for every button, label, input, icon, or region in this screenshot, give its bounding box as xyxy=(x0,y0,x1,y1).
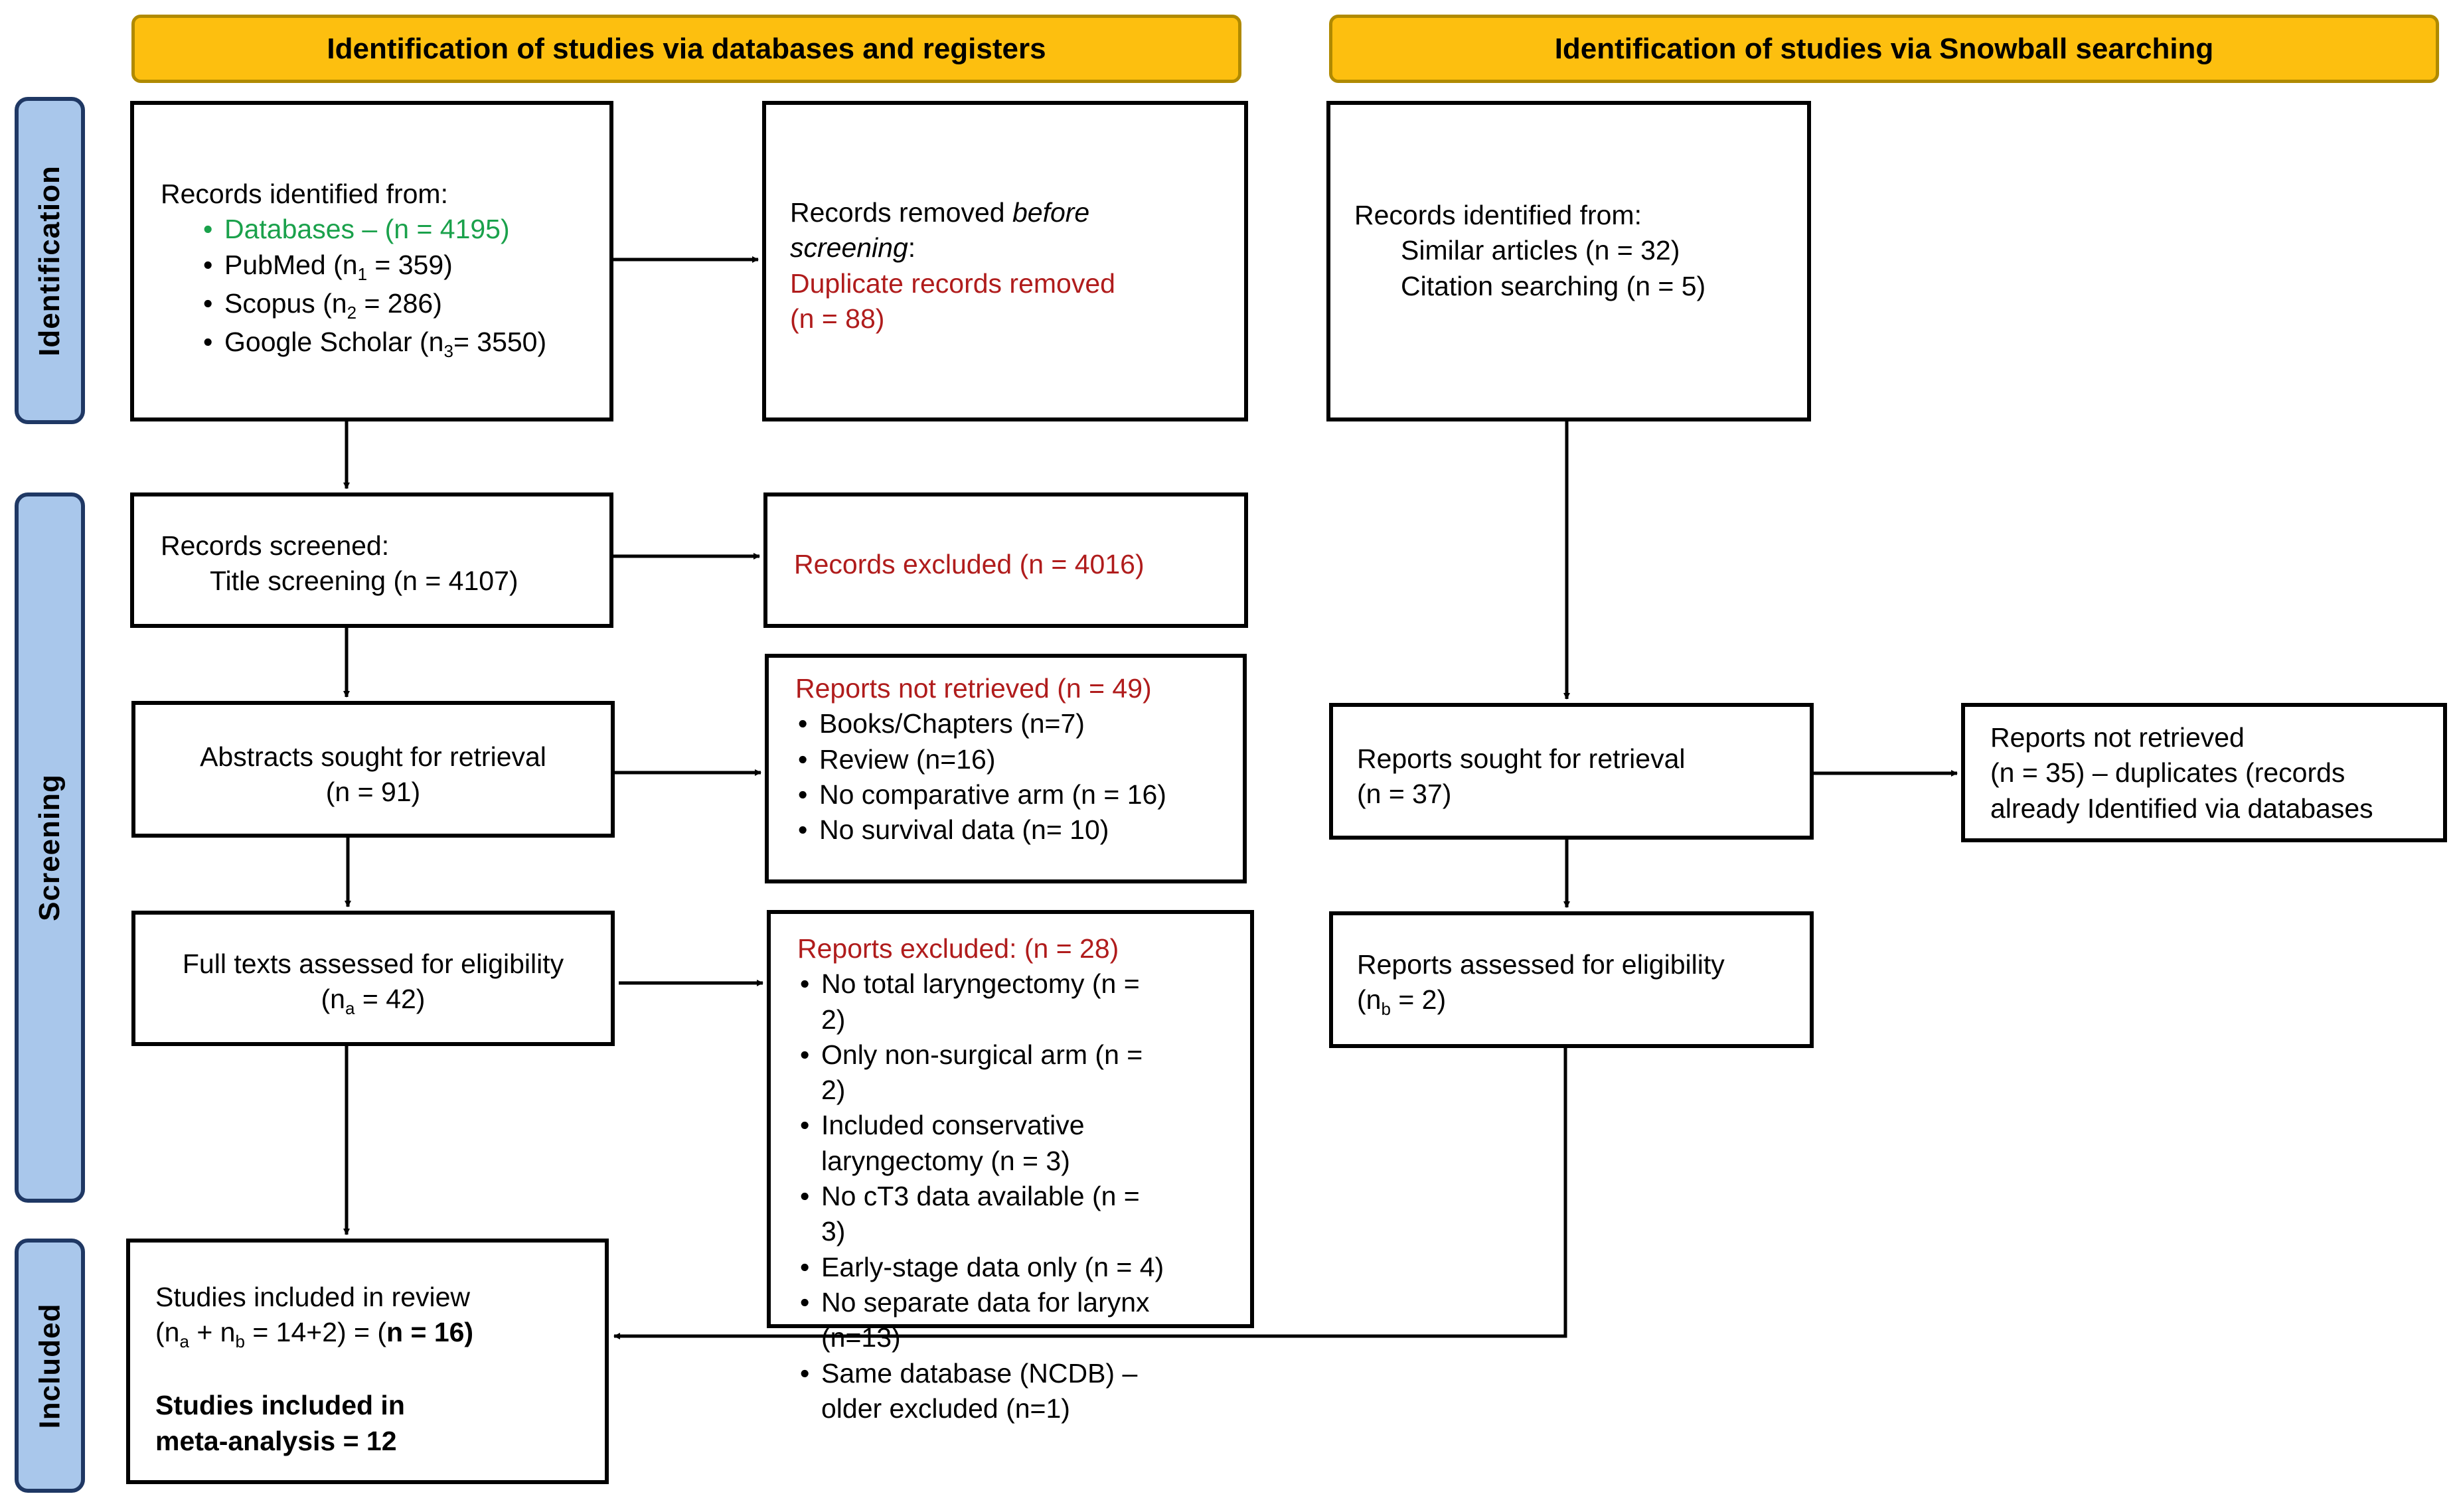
records-screened-box: Records screened: Title screening (n = 4… xyxy=(130,492,613,628)
snowball-not-retrieved-count: (n = 35) – duplicates (records xyxy=(1990,757,2345,789)
studies-included-box: Studies included in review (na + nb = 14… xyxy=(126,1239,609,1484)
records-excluded-box: Records excluded (n = 4016) xyxy=(763,492,1248,628)
records-identified-title: Records identified from: xyxy=(161,179,448,209)
excluded-reason: Same database (NCDB) – older excluded (n… xyxy=(797,1356,1169,1427)
reports-not-retrieved-list: Books/Chapters (n=7) Review (n=16) No co… xyxy=(795,706,1243,848)
source-scopus: Scopus (n2 = 286) xyxy=(200,286,609,325)
header-databases: Identification of studies via databases … xyxy=(131,15,1241,83)
snowball-assessed-box: Reports assessed for eligibility (nb = 2… xyxy=(1329,911,1814,1048)
abstracts-sought-count: (n = 91) xyxy=(325,777,421,808)
records-identified-box: Records identified from: Databases – (n … xyxy=(130,101,613,421)
studies-included-formula: (na + nb = 14+2) = (n = 16) xyxy=(155,1317,474,1352)
snowball-assessed-label: Reports assessed for eligibility xyxy=(1357,949,1725,980)
header-snowball: Identification of studies via Snowball s… xyxy=(1329,15,2439,83)
excluded-reason: No total laryngectomy (n = 2) xyxy=(797,966,1169,1037)
excluded-reason: Early-stage data only (n = 4) xyxy=(797,1250,1169,1286)
reports-excluded-list: No total laryngectomy (n = 2) Only non-s… xyxy=(797,966,1169,1426)
excluded-reason: Only non-surgical arm (n = 2) xyxy=(797,1037,1169,1108)
not-retrieved-reason: No survival data (n= 10) xyxy=(795,812,1243,848)
duplicates-removed-count: (n = 88) xyxy=(790,303,885,334)
source-databases: Databases – (n = 4195) xyxy=(200,212,609,248)
records-removed-box: Records removed before screening: Duplic… xyxy=(762,101,1248,421)
records-removed-line2: screening: xyxy=(790,232,916,264)
reports-excluded-box: Reports excluded: (n = 28) No total lary… xyxy=(767,910,1254,1424)
snowball-identified-box: Records identified from: Similar article… xyxy=(1326,101,1811,421)
full-texts-label: Full texts assessed for eligibility xyxy=(182,948,564,979)
snowball-not-retrieved-box: Reports not retrieved (n = 35) – duplica… xyxy=(1961,703,2447,842)
reports-excluded-title: Reports excluded: (n = 28) xyxy=(797,933,1119,964)
snowball-similar-articles: Similar articles (n = 32) xyxy=(1401,235,1680,266)
not-retrieved-reason: No comparative arm (n = 16) xyxy=(795,777,1243,813)
snowball-not-retrieved-label: Reports not retrieved xyxy=(1990,722,2245,753)
snowball-sought-box: Reports sought for retrieval (n = 37) xyxy=(1329,703,1814,840)
not-retrieved-reason: Books/Chapters (n=7) xyxy=(795,706,1243,742)
phase-identification: Identification xyxy=(15,97,85,424)
arrow-snowball-assessed-to-included xyxy=(613,1048,1567,1339)
excluded-reason: No cT3 data available (n = 3) xyxy=(797,1179,1169,1250)
abstracts-sought-label: Abstracts sought for retrieval xyxy=(200,741,546,772)
studies-included-label: Studies included in review xyxy=(155,1282,471,1312)
full-texts-box: Full texts assessed for eligibility (na … xyxy=(131,911,615,1046)
not-retrieved-reason: Review (n=16) xyxy=(795,742,1243,778)
snowball-not-retrieved-reason: already Identified via databases xyxy=(1990,793,2373,824)
header-databases-label: Identification of studies via databases … xyxy=(327,32,1046,65)
records-screened-title: Records screened: xyxy=(161,530,390,561)
source-pubmed: PubMed (n1 = 359) xyxy=(200,248,609,286)
reports-not-retrieved-box: Reports not retrieved (n = 49) Books/Cha… xyxy=(765,654,1247,883)
phase-included: Included xyxy=(15,1239,85,1493)
records-excluded-label: Records excluded (n = 4016) xyxy=(794,549,1145,579)
snowball-sought-label: Reports sought for retrieval xyxy=(1357,743,1686,774)
snowball-citation-searching: Citation searching (n = 5) xyxy=(1401,270,1706,301)
excluded-reason: Included conservative laryngectomy (n = … xyxy=(797,1108,1169,1179)
title-screening-count: Title screening (n = 4107) xyxy=(210,566,518,597)
phase-screening: Screening xyxy=(15,492,85,1203)
records-removed-line1: Records removed before xyxy=(790,197,1090,228)
duplicates-removed-label: Duplicate records removed xyxy=(790,267,1115,299)
meta-analysis-label: Studies included in xyxy=(155,1390,405,1421)
abstracts-sought-box: Abstracts sought for retrieval (n = 91) xyxy=(131,701,615,838)
source-google-scholar: Google Scholar (n3= 3550) xyxy=(200,325,609,363)
records-identified-sources: Databases – (n = 4195) PubMed (n1 = 359)… xyxy=(200,212,609,362)
snowball-identified-title: Records identified from: xyxy=(1354,200,1642,230)
reports-not-retrieved-title: Reports not retrieved (n = 49) xyxy=(795,673,1152,704)
meta-analysis-count: meta-analysis = 12 xyxy=(155,1425,397,1456)
full-texts-count: (na = 42) xyxy=(321,984,426,1019)
snowball-sought-count: (n = 37) xyxy=(1357,779,1452,810)
snowball-assessed-count: (nb = 2) xyxy=(1357,984,1447,1020)
header-snowball-label: Identification of studies via Snowball s… xyxy=(1554,32,2214,65)
